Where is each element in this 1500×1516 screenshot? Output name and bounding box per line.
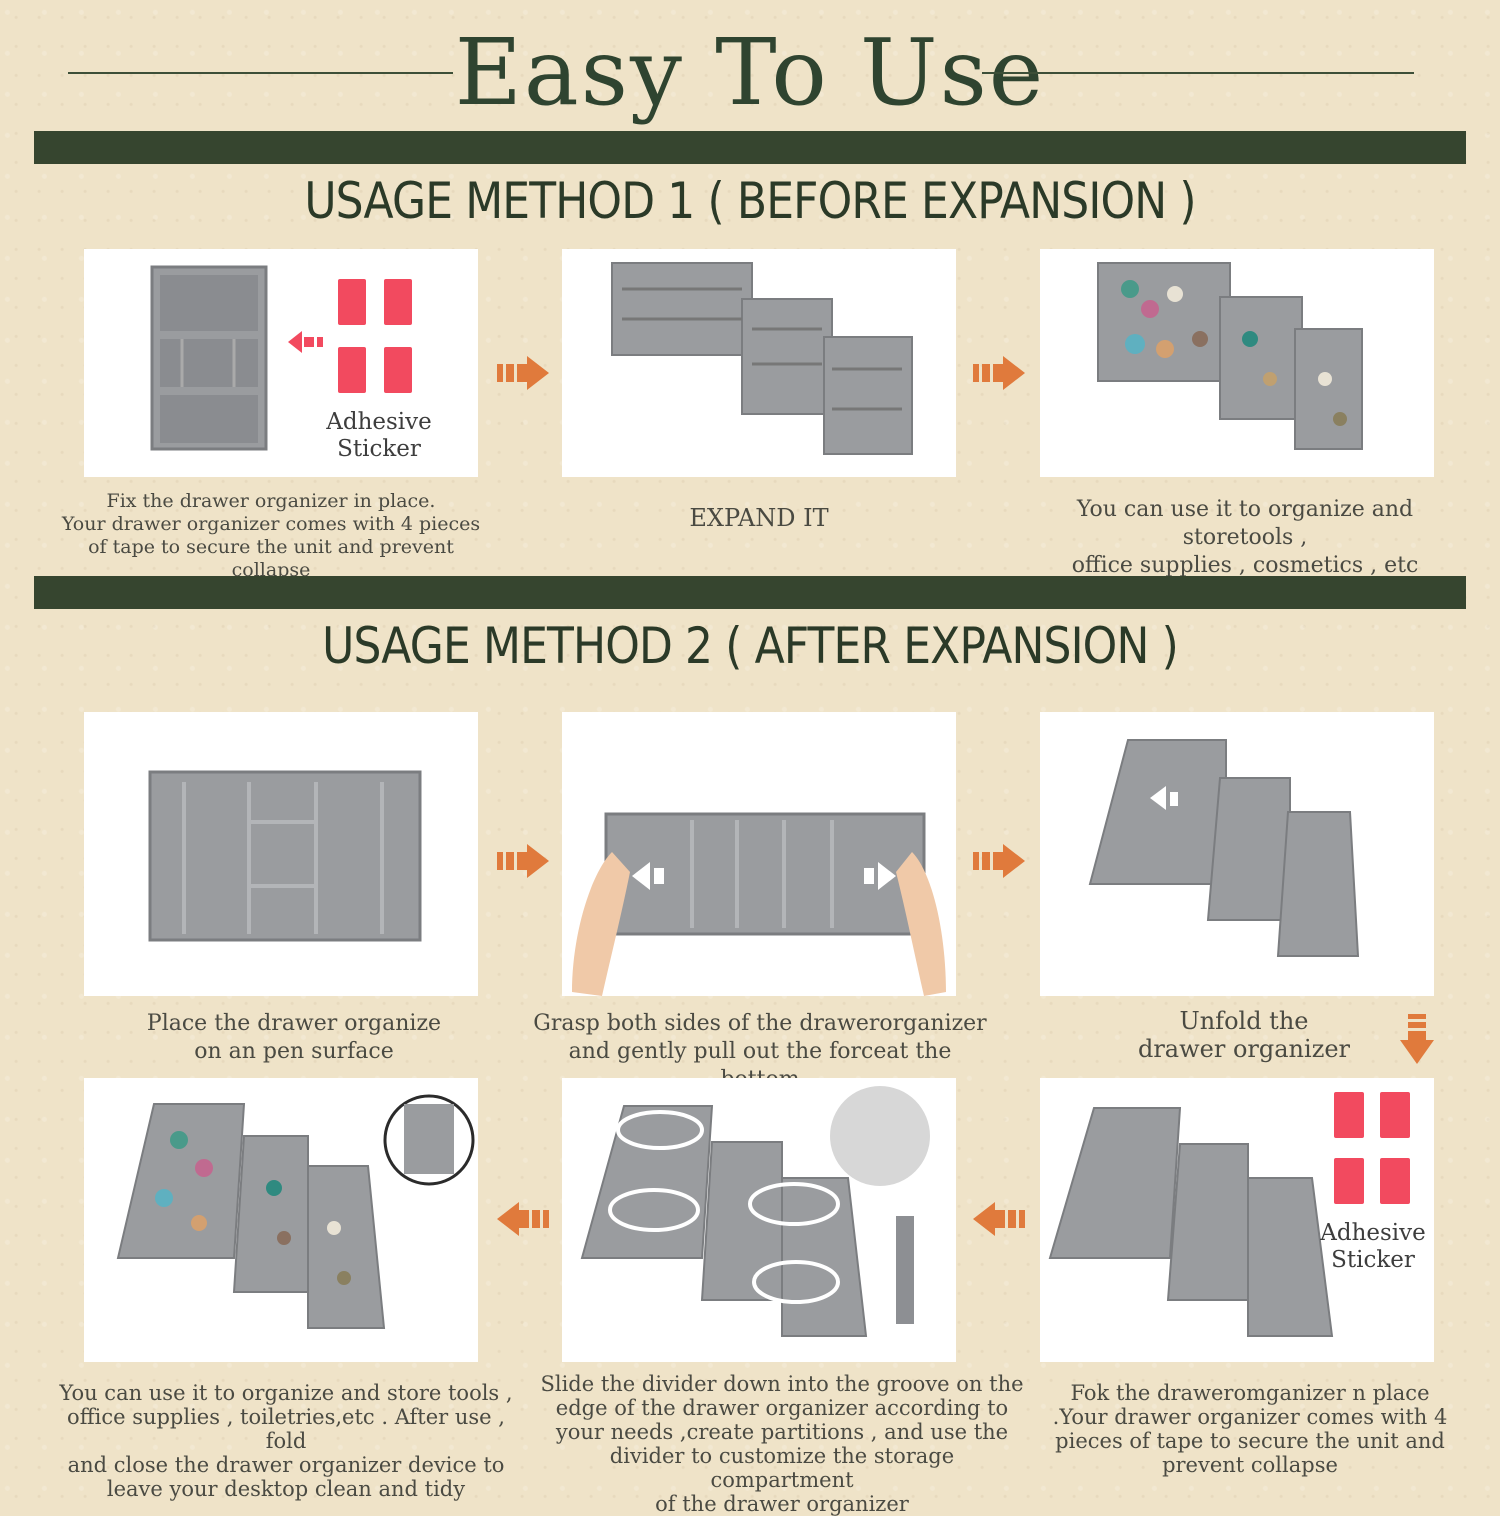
arrow-left-icon [973, 1202, 1025, 1236]
divider-piece [896, 1216, 914, 1324]
sticker-4 [1380, 1158, 1410, 1204]
method2-step6-image: Adhesive Sticker [1040, 1078, 1434, 1362]
arrow-left-icon [1150, 786, 1166, 810]
highlight-ring [608, 1188, 700, 1232]
arrow-right-icon [497, 356, 549, 390]
title-rule-right [982, 72, 1414, 74]
highlight-ring [616, 1110, 704, 1150]
sticker-4 [384, 347, 412, 393]
zoom-inset [830, 1086, 930, 1186]
method2-step3-image [1040, 712, 1434, 996]
hands-pulling-illustration [572, 812, 946, 996]
title-rule-left [68, 72, 453, 74]
method1-heading: USAGE METHOD 1 ( BEFORE EXPANSION ) [304, 172, 1196, 230]
method2-step4-caption: You can use it to organize and store too… [59, 1381, 513, 1501]
hand-left [572, 852, 630, 996]
method1-step2-image [562, 249, 956, 477]
method2-step1-caption: Place the drawer organize on an pen surf… [146, 1011, 442, 1064]
arrow-left-icon [497, 1202, 549, 1236]
highlight-ring [748, 1182, 840, 1226]
arrow-right-icon [497, 844, 549, 878]
closed-organizer-illustration [150, 265, 323, 451]
sticker-label: Adhesive Sticker [326, 409, 432, 462]
arrow-right-icon [878, 862, 896, 890]
sticker-2 [384, 279, 412, 325]
sticker-3 [1334, 1158, 1364, 1204]
method1-step3-caption: You can use it to organize and storetool… [1071, 497, 1419, 578]
method2-step5-image [562, 1078, 956, 1362]
arrow-left-icon [288, 331, 302, 353]
arrow-left-icon [632, 862, 650, 890]
sticker-1 [338, 279, 366, 325]
arrow-right-icon [973, 844, 1025, 878]
section-band-2 [34, 576, 1466, 609]
sticker-3 [338, 347, 366, 393]
highlight-ring [752, 1260, 840, 1304]
method1-step1-image: Adhesive Sticker [84, 249, 478, 477]
method1-step3-image [1040, 249, 1434, 477]
page-title: Easy To Use [454, 19, 1046, 126]
filled-organizer-illustration [1097, 262, 1363, 450]
arrow-right-icon [973, 356, 1025, 390]
method2-step3-caption: Unfold the drawer organizer [1137, 1007, 1351, 1063]
open-tray-illustration [148, 770, 422, 942]
sticker-1 [1334, 1092, 1364, 1138]
arrow-down-icon [1400, 1014, 1434, 1064]
sticker-label: Adhesive Sticker [1320, 1220, 1426, 1273]
method2-step2-image [562, 712, 956, 996]
expanded-organizer-illustration [611, 262, 913, 455]
method2-heading: USAGE METHOD 2 ( AFTER EXPANSION ) [322, 617, 1179, 675]
section-band-1 [34, 131, 1466, 164]
unfolded-organizer-illustration [1088, 739, 1360, 957]
method2-step5-caption: Slide the divider down into the groove o… [540, 1372, 1024, 1516]
divider-insert-illustration [580, 1086, 930, 1337]
organizer-in-use-illustration [116, 1094, 475, 1329]
method1-step1-caption: Fix the drawer organizer in place. Your … [61, 490, 481, 581]
method1-step2-caption: EXPAND IT [689, 504, 829, 532]
hand-right [896, 852, 946, 996]
secured-organizer-illustration [1048, 1107, 1334, 1337]
method2-step4-image [84, 1078, 478, 1362]
method2-step1-image [84, 712, 478, 996]
sticker-2 [1380, 1092, 1410, 1138]
method2-step6-caption: Fok the draweromganizer n place .Your dr… [1052, 1381, 1448, 1477]
